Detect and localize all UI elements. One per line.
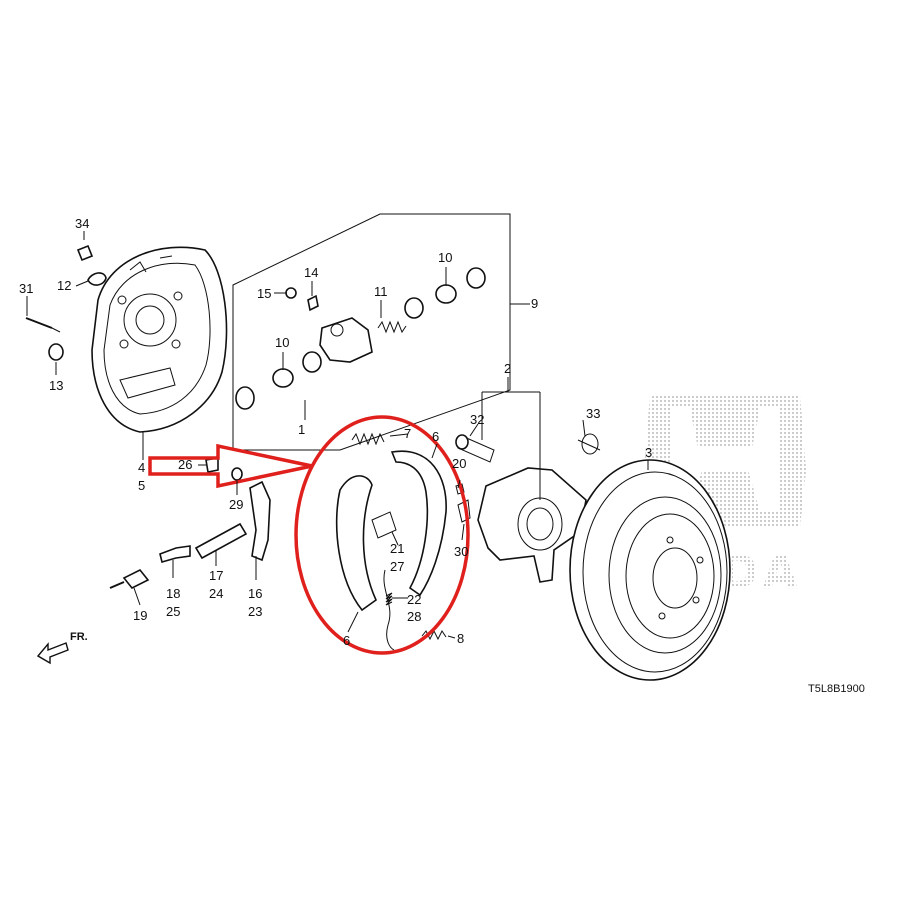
hub-assembly [455,433,601,583]
highlight-circle [294,415,470,655]
label-27: 27 [390,559,404,574]
label-15: 15 [257,286,271,301]
front-arrow-icon [36,642,69,665]
label-7: 7 [404,426,411,441]
adjuster-parts [109,457,271,590]
label-14: 14 [304,265,318,280]
label-11: 11 [374,284,388,299]
wheel-cylinder-kit [232,213,511,451]
label-30: 30 [454,544,468,559]
highlight-arrow [148,443,313,489]
label-23: 23 [248,604,262,619]
bolt-34 [76,232,94,262]
label-12: 12 [57,278,71,293]
label-20: 20 [452,456,466,471]
label-9: 9 [531,296,538,311]
label-28: 28 [407,609,421,624]
brake-drum [569,459,731,681]
label-3: 3 [645,445,652,460]
label-10a: 10 [275,335,289,350]
label-4: 4 [138,460,145,475]
label-6a: 6 [432,429,439,444]
part-number-labels: 34 12 31 13 4 5 14 15 11 10 10 9 1 2 32 … [19,216,652,648]
label-34: 34 [75,216,89,231]
label-5: 5 [138,478,145,493]
label-18: 18 [166,586,180,601]
label-13: 13 [49,378,63,393]
label-33: 33 [586,406,600,421]
fr-label: FR. [70,631,88,643]
label-17: 17 [209,568,223,583]
label-32: 32 [470,412,484,427]
front-direction-indicator: FR. [36,631,88,665]
label-24: 24 [209,586,223,601]
label-6b: 6 [343,633,350,648]
label-31: 31 [19,281,33,296]
diagram-code: T5L8B1900 [808,683,865,695]
label-22: 22 [407,592,421,607]
label-2: 2 [504,361,511,376]
grommet-13 [48,343,64,361]
label-25: 25 [166,604,180,619]
label-29: 29 [229,497,243,512]
leader-lines [26,231,649,639]
label-21: 21 [390,541,404,556]
label-1: 1 [298,422,305,437]
brake-shoe-set [335,432,471,651]
label-8: 8 [457,631,464,646]
label-26: 26 [178,457,192,472]
label-16: 16 [248,586,262,601]
backing-plate [91,246,228,433]
clip-12 [87,272,107,286]
label-19: 19 [133,608,147,623]
pin-31 [25,317,61,333]
label-10b: 10 [438,250,452,265]
